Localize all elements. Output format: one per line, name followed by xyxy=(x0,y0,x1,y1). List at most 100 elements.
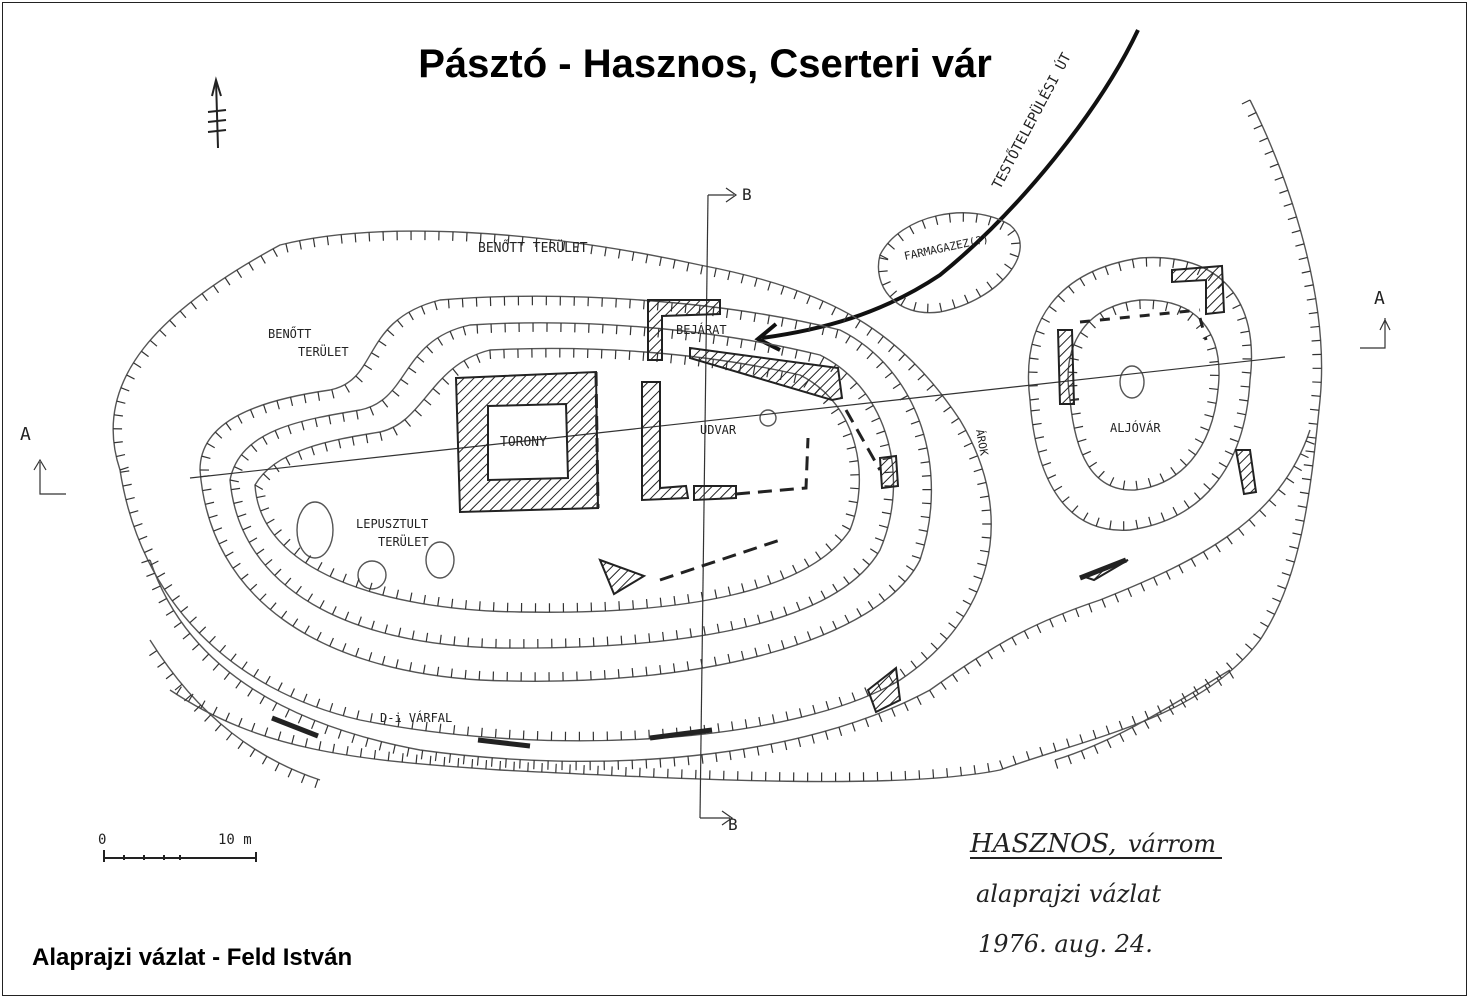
label-benott-top: BENŐTT TERÜLET xyxy=(478,239,588,256)
slope-tick xyxy=(165,610,175,616)
slope-tick xyxy=(237,415,243,424)
slope-tick xyxy=(318,741,322,751)
slope-tick xyxy=(899,668,906,677)
slope-tick xyxy=(218,539,228,545)
slope-tick xyxy=(304,625,310,634)
slope-tick xyxy=(471,759,474,769)
slope-tick xyxy=(355,375,363,383)
slope-tick xyxy=(262,473,271,481)
slope-tick xyxy=(464,669,467,679)
slope-tick xyxy=(832,620,838,630)
slope-tick xyxy=(659,665,662,675)
slope-tick xyxy=(753,341,757,351)
slope-tick xyxy=(659,597,662,607)
slope-tick xyxy=(1293,465,1303,472)
slope-tick xyxy=(277,731,282,741)
slope-tick xyxy=(179,310,187,319)
slope-tick xyxy=(780,640,785,650)
slope-tick xyxy=(292,618,299,627)
slope-tick xyxy=(819,626,825,635)
slope-tick xyxy=(379,431,383,441)
slope-tick xyxy=(727,653,731,663)
slope-tick xyxy=(260,255,266,264)
slope-tick xyxy=(230,653,237,662)
slope-tick xyxy=(767,343,771,354)
slope-tick xyxy=(208,635,216,644)
slope-tick xyxy=(251,722,256,732)
slope-tick xyxy=(794,320,798,330)
slope-tick xyxy=(1068,285,1075,294)
slope-tick xyxy=(285,243,289,253)
slope-tick xyxy=(138,535,148,541)
slope-tick xyxy=(359,748,363,758)
slope-tick xyxy=(429,755,432,765)
label-arok: ÁROK xyxy=(973,428,990,457)
slope-tick xyxy=(317,562,323,571)
slope-tick xyxy=(193,704,202,712)
slope-tick xyxy=(240,573,249,580)
label-benott-left-2: TERÜLET xyxy=(298,343,349,359)
slope-tick xyxy=(986,281,993,290)
slope-tick xyxy=(1032,422,1042,426)
slope-tick xyxy=(408,367,417,374)
slope-tick xyxy=(355,410,359,420)
slope-tick xyxy=(1035,330,1045,335)
slope-tick xyxy=(844,614,850,624)
slope-tick xyxy=(149,650,158,657)
slope-tick xyxy=(371,352,380,358)
slope-tick xyxy=(840,372,848,381)
slope-tick xyxy=(811,734,815,744)
slope-tick xyxy=(856,608,862,617)
slope-tick xyxy=(882,281,891,286)
slope-tick xyxy=(850,487,860,490)
slope-tick xyxy=(272,702,278,712)
slope-tick xyxy=(819,356,825,366)
label-di-varfal: D-i VÁRFAL xyxy=(380,710,452,725)
lower-castle-walls xyxy=(866,264,1258,714)
slope-tick xyxy=(714,589,718,599)
slope-tick xyxy=(770,743,774,753)
slope-tick xyxy=(898,353,906,362)
slope-tick xyxy=(838,696,843,706)
slope-tick xyxy=(290,688,295,697)
slope-tick xyxy=(373,749,377,760)
slope-tick xyxy=(381,399,389,408)
slope-tick xyxy=(685,331,688,341)
slope-tick xyxy=(169,319,177,328)
slope-tick xyxy=(743,617,747,628)
slope-tick xyxy=(439,634,442,644)
slope-tick xyxy=(740,650,745,660)
slope-tick xyxy=(256,495,266,499)
slope-tick xyxy=(562,241,566,251)
slope-tick xyxy=(266,518,275,525)
slope-tick xyxy=(249,748,256,758)
slope-tick xyxy=(180,605,189,613)
slope-tick xyxy=(701,754,704,764)
slope-tick xyxy=(238,717,243,727)
slope-tick xyxy=(1172,258,1175,268)
slope-tick xyxy=(1308,422,1318,425)
slope-tick xyxy=(779,570,785,580)
slope-tick xyxy=(212,663,220,671)
slope-tick xyxy=(316,631,322,641)
slope-tick xyxy=(742,748,746,758)
slope-tick xyxy=(535,238,538,248)
slope-tick xyxy=(1038,449,1048,453)
slope-tick xyxy=(643,327,646,337)
slope-tick xyxy=(963,666,970,675)
slope-tick xyxy=(158,597,167,604)
slope-tick xyxy=(1202,551,1209,560)
slope-tick xyxy=(1031,343,1041,348)
slope-tick xyxy=(404,419,412,427)
slope-tick xyxy=(365,434,369,444)
slope-tick xyxy=(1224,450,1234,456)
slope-tick xyxy=(1091,271,1097,281)
slope-tick xyxy=(1147,478,1152,487)
slope-tick xyxy=(1080,750,1086,760)
slope-tick xyxy=(439,723,442,733)
slope-tick xyxy=(479,233,482,243)
slope-tick xyxy=(1052,742,1057,752)
slope-tick xyxy=(151,585,161,591)
slope-tick xyxy=(233,466,243,471)
slope-tick xyxy=(1242,344,1252,347)
